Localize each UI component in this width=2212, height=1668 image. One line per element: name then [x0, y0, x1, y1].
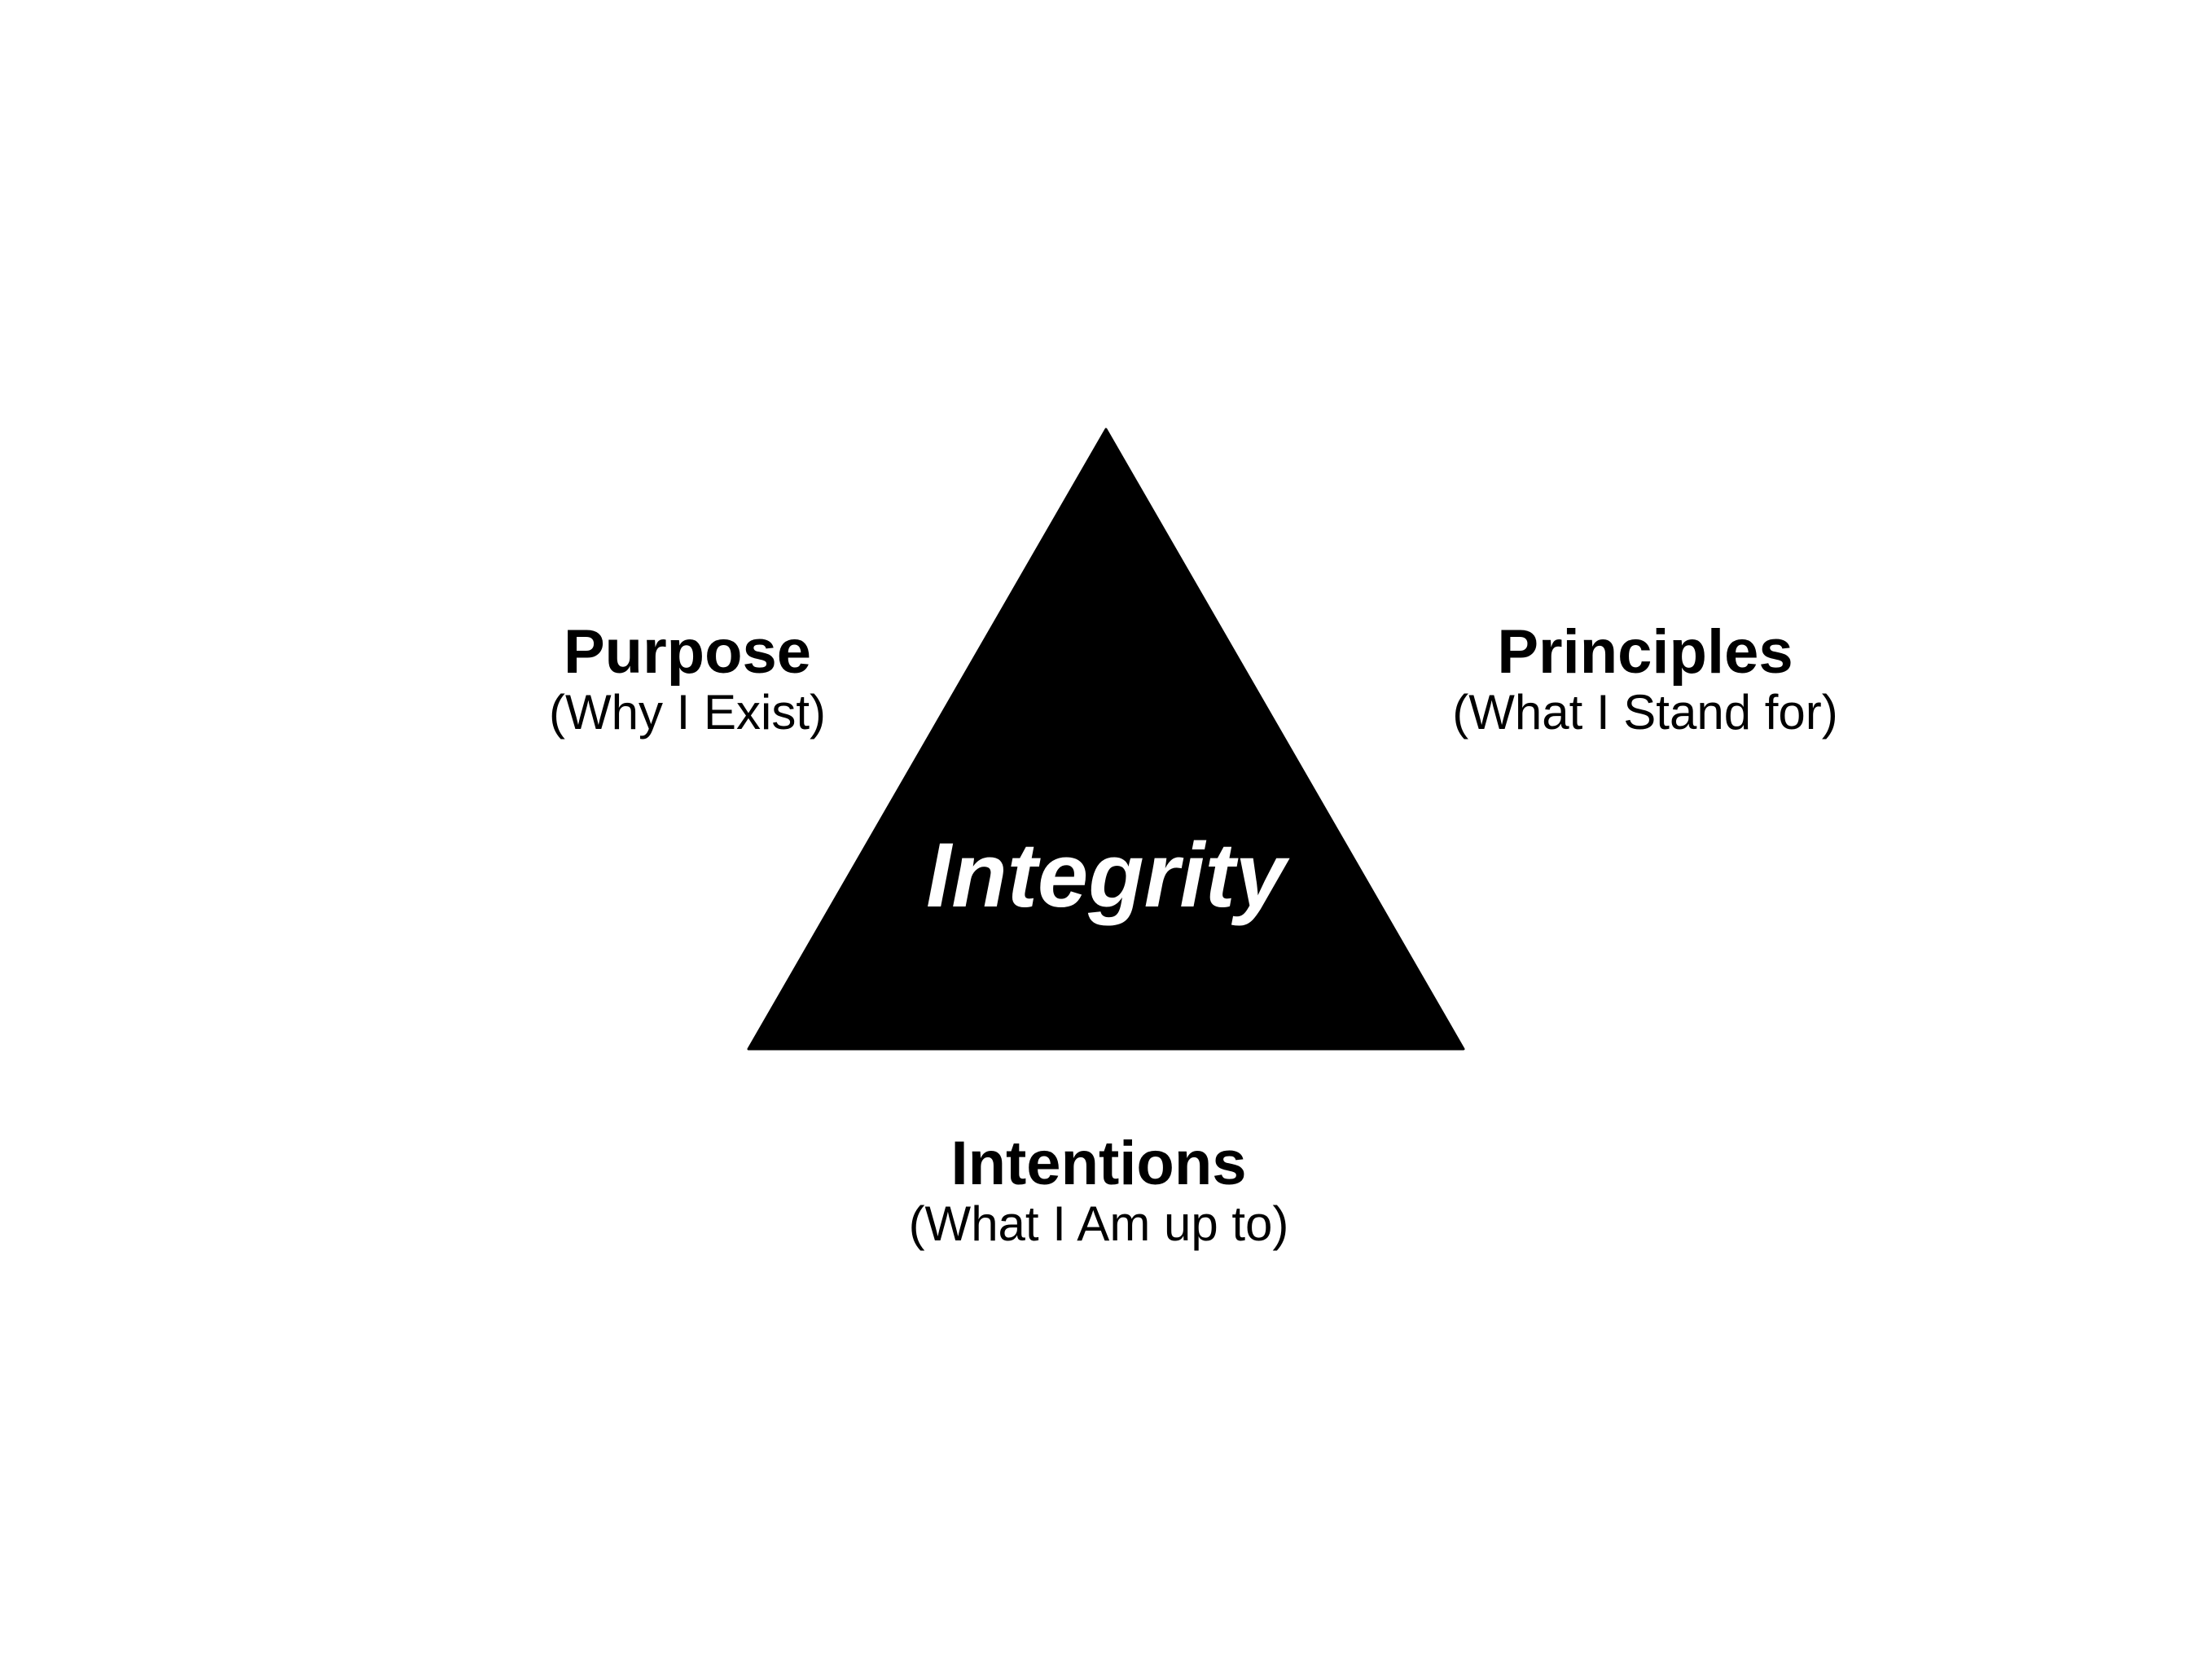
principles-label-group: Principles (What I Stand for): [1360, 620, 1930, 740]
purpose-subtitle: (Why I Exist): [549, 685, 826, 740]
purpose-label-group: Purpose (Why I Exist): [402, 620, 972, 740]
principles-subtitle: (What I Stand for): [1452, 685, 1838, 740]
integrity-triangle: [747, 428, 1465, 1051]
principles-title: Principles: [1497, 617, 1793, 687]
purpose-title: Purpose: [563, 617, 812, 687]
triangle-center-label: Integrity: [926, 824, 1286, 926]
intentions-subtitle: (What I Am up to): [908, 1196, 1289, 1251]
intentions-label-group: Intentions (What I Am up to): [814, 1131, 1384, 1252]
intentions-title: Intentions: [950, 1129, 1247, 1198]
